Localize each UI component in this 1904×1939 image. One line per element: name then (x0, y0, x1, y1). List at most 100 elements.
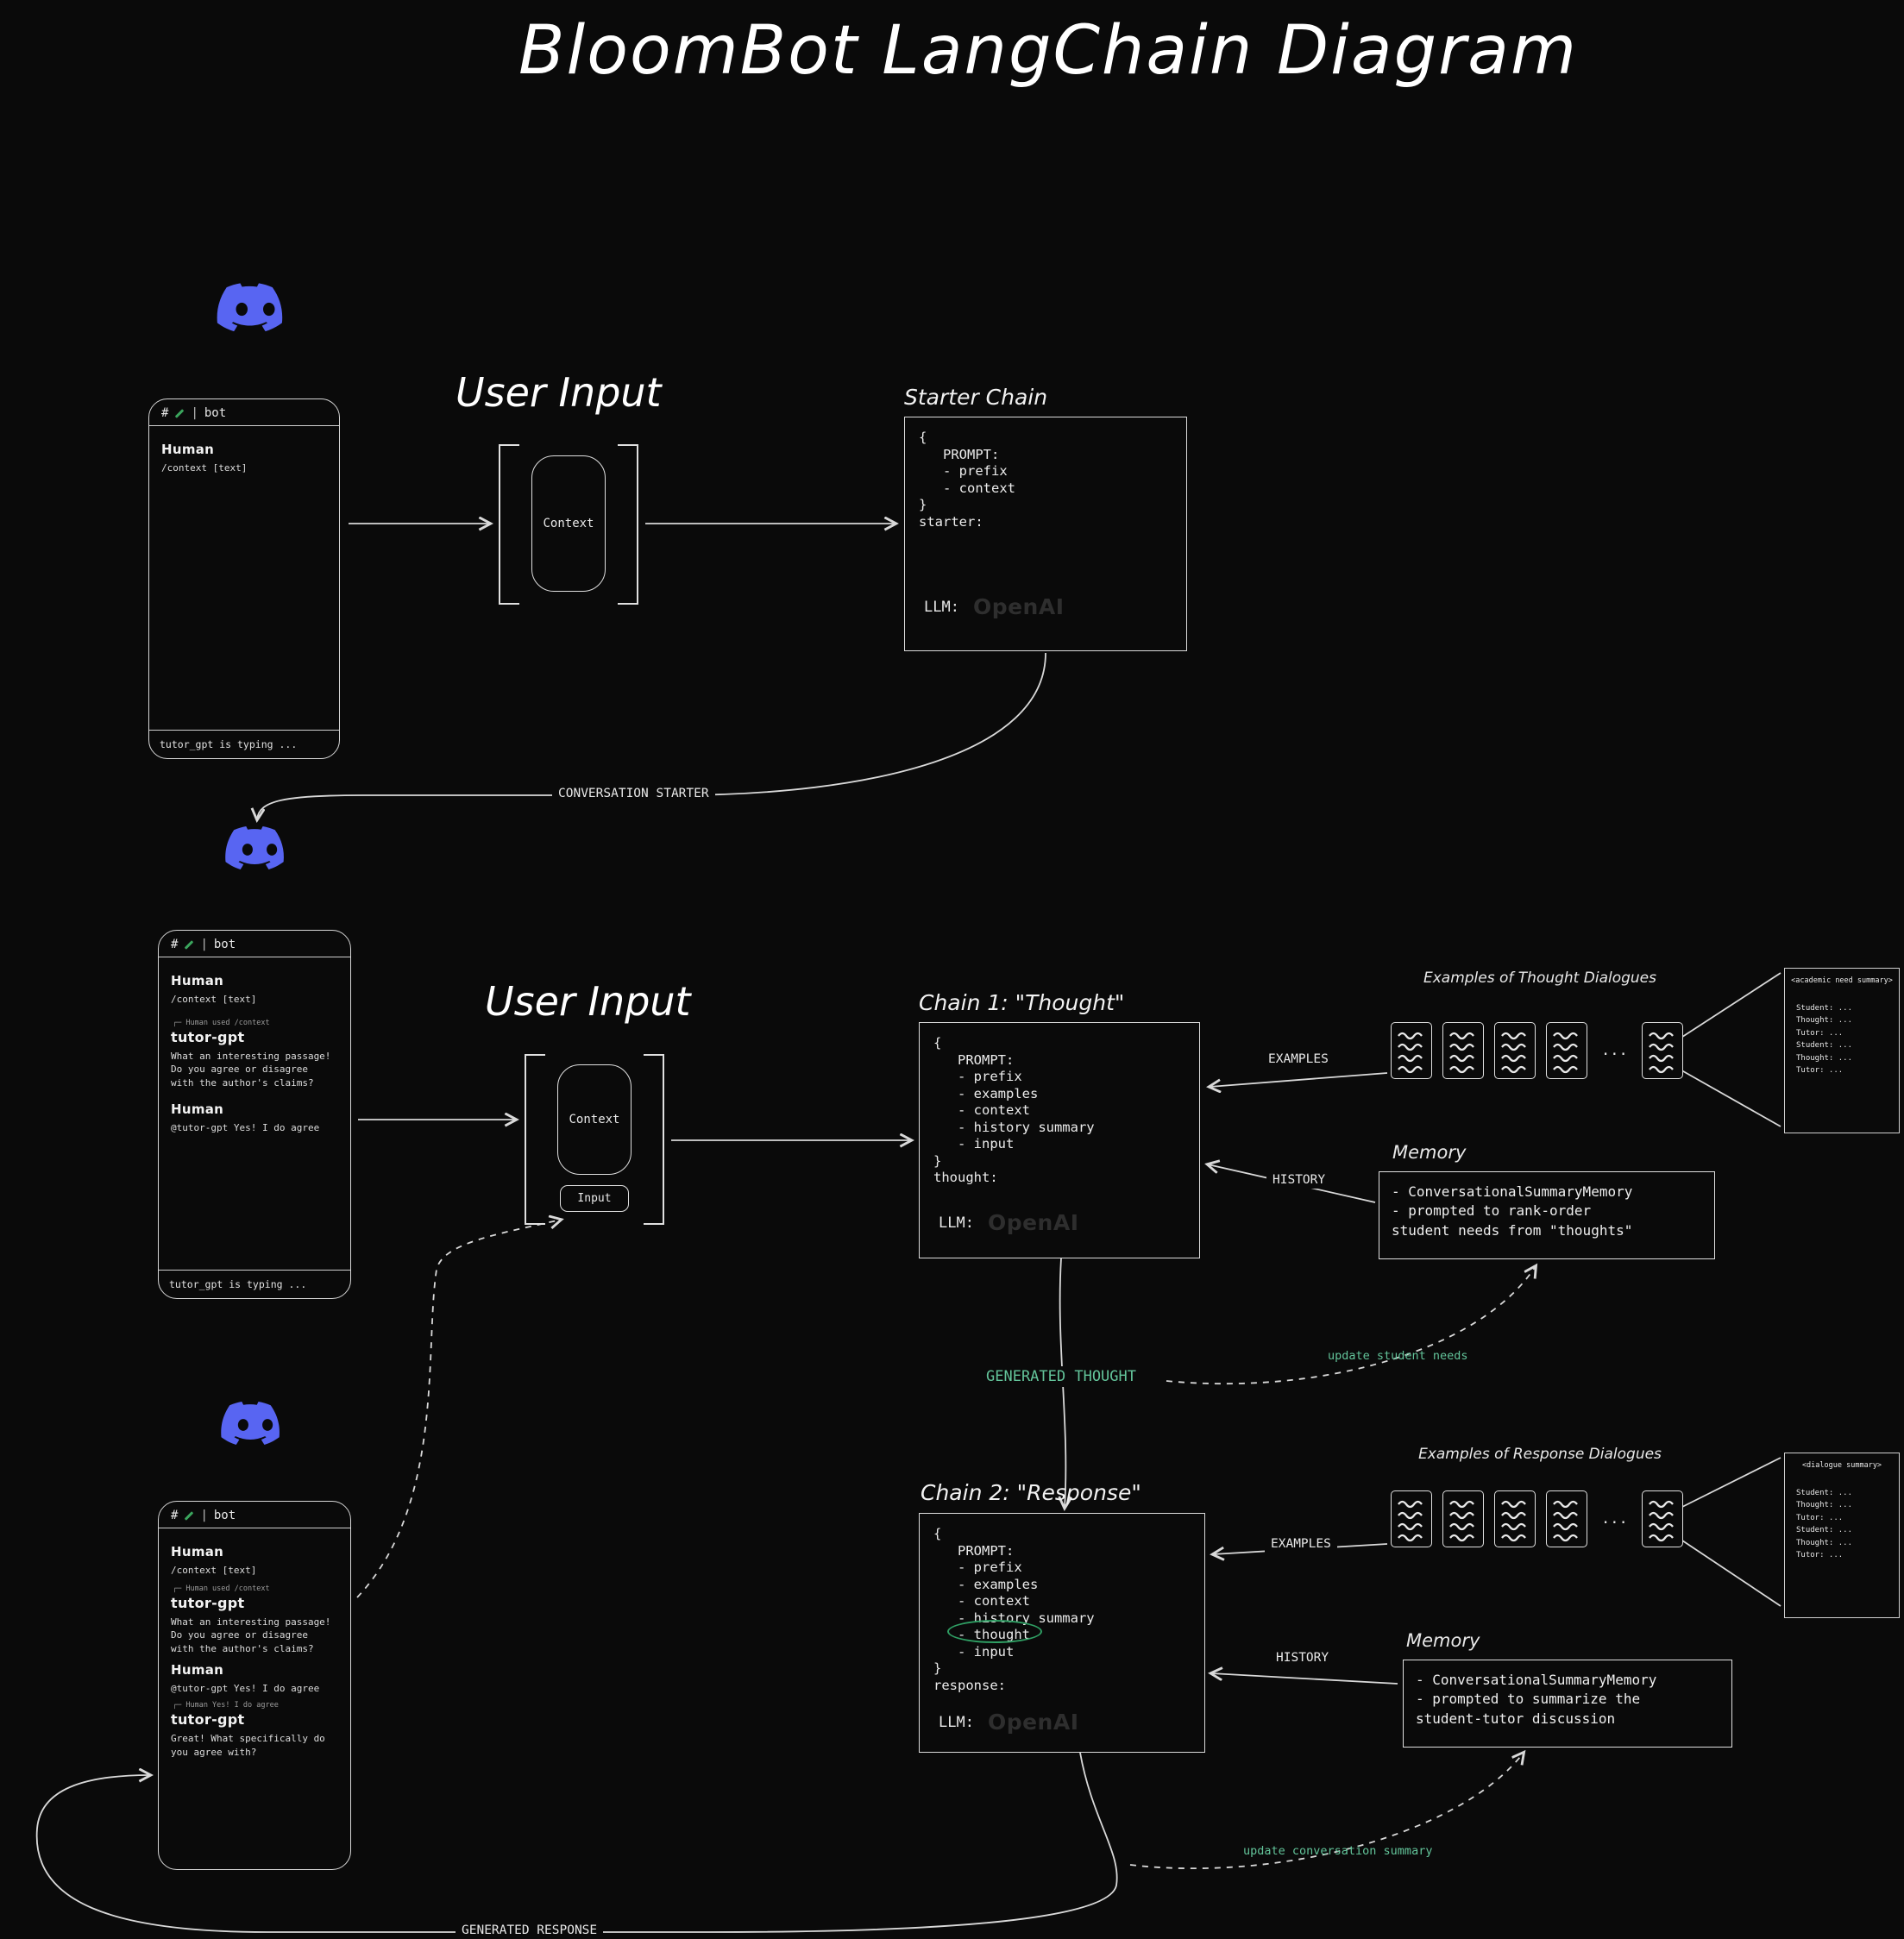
document-icon (1391, 1022, 1432, 1079)
chain2-code: { PROMPT: - prefix - examples - context … (933, 1526, 1095, 1693)
header-divider: | (200, 938, 208, 951)
message-body: /context [text] (171, 1565, 257, 1576)
fanline-1b (1676, 1067, 1781, 1127)
context-box: Context (531, 455, 606, 592)
examples-of-response-title: Examples of Response Dialogues (1418, 1446, 1662, 1463)
discord-chat-mock-2: # | bot Human /context [text] ┌─ Human u… (158, 930, 351, 1299)
page-title: BloomBot LangChain Diagram (518, 12, 1578, 90)
openai-wordmark: OpenAI (987, 1210, 1079, 1235)
llm-label: LLM: (924, 598, 959, 616)
chat-message: tutor-gpt Great! What specifically do yo… (171, 1711, 338, 1759)
memory2-box: - ConversationalSummaryMemory - prompted… (1403, 1660, 1732, 1748)
generated-thought-label: GENERATED THOUGHT (980, 1366, 1142, 1387)
input-box: Input (560, 1185, 629, 1212)
message-author: tutor-gpt (171, 1594, 245, 1611)
chain2-title: Chain 2: "Response" (921, 1480, 1141, 1505)
channel-name: bot (204, 406, 227, 420)
left-bracket (525, 1054, 545, 1225)
ellipsis: ... (1601, 1042, 1628, 1059)
chat-message: tutor-gpt What an interesting passage! D… (171, 1029, 338, 1090)
starter-chain-title: Starter Chain (904, 385, 1048, 410)
examples-label-2: EXAMPLES (1265, 1535, 1337, 1553)
message-body: @tutor-gpt Yes! I do agree (171, 1683, 320, 1695)
memory1-title: Memory (1392, 1142, 1467, 1163)
message-body: @tutor-gpt Yes! I do agree (171, 1122, 320, 1134)
thought-dialogue-examples: ... (1391, 1022, 1683, 1079)
examples-label-1: EXAMPLES (1262, 1051, 1335, 1068)
document-icon (1442, 1490, 1484, 1547)
panel-body: Student: ... Thought: ... Tutor: ... Stu… (1796, 1489, 1853, 1559)
ellipsis: ... (1601, 1510, 1628, 1528)
message-author: Human (161, 442, 215, 457)
chat-message: Human /context [text] (171, 1544, 338, 1578)
document-icon (1391, 1490, 1432, 1547)
document-icon (1494, 1022, 1536, 1079)
chat-message: Human /context [text] (161, 442, 327, 475)
discord-icon (218, 1400, 292, 1460)
right-bracket (618, 444, 638, 605)
message-author: tutor-gpt (171, 1028, 245, 1045)
chat-message: tutor-gpt What an interesting passage! D… (171, 1595, 338, 1656)
message-author: Human (171, 1662, 224, 1679)
arrow-conversation-starter (257, 652, 1046, 819)
channel-name: bot (213, 938, 236, 951)
channel-hash: # (171, 1509, 179, 1522)
fanline-1a (1676, 972, 1781, 1041)
header-divider: | (200, 1509, 208, 1522)
thought-highlight-ellipse (947, 1620, 1042, 1643)
discord-icon (223, 825, 297, 885)
context-group-2: Context Input (525, 1054, 664, 1225)
openai-wordmark: OpenAI (972, 594, 1065, 619)
arrow-update-conversation-summary (1129, 1753, 1524, 1870)
document-icon (1641, 1490, 1683, 1547)
examples-of-thought-title: Examples of Thought Dialogues (1423, 970, 1656, 987)
channel-hash: # (161, 406, 169, 420)
memory1-box: - ConversationalSummaryMemory - prompted… (1379, 1171, 1715, 1259)
starter-chain-box: { PROMPT: - prefix - context } starter: … (904, 417, 1187, 651)
dialogue-summary-panel: <dialogue summary> Student: ... Thought:… (1784, 1453, 1900, 1618)
pencil-icon (175, 408, 185, 418)
arrow-update-student-needs (1166, 1266, 1536, 1385)
document-icon (1641, 1022, 1683, 1079)
document-icon (1442, 1022, 1484, 1079)
right-bracket (644, 1054, 664, 1225)
channel-name: bot (213, 1509, 236, 1522)
academic-need-summary-panel: <academic need summary> Student: ... Tho… (1784, 968, 1900, 1133)
arrow-response-to-input (356, 1220, 561, 1598)
history-label-1: HISTORY (1266, 1171, 1332, 1189)
message-author: tutor-gpt (171, 1711, 245, 1729)
context-box: Context (557, 1064, 632, 1175)
document-icon (1546, 1490, 1587, 1547)
history-label-2: HISTORY (1270, 1649, 1335, 1666)
generated-response-label: GENERATED RESPONSE (456, 1922, 604, 1939)
left-bracket (499, 444, 519, 605)
message-author: Human (171, 1544, 224, 1559)
chat-message: Human @tutor-gpt Yes! I do agree (171, 1101, 338, 1135)
message-author: Human (171, 973, 224, 988)
panel-body: Student: ... Thought: ... Tutor: ... Stu… (1796, 1004, 1853, 1075)
user-input-label: User Input (456, 369, 662, 416)
chain1-box: { PROMPT: - prefix - examples - context … (919, 1022, 1200, 1258)
reply-reference: ┌─ Human used /context (173, 1584, 270, 1593)
memory2-title: Memory (1406, 1630, 1480, 1651)
message-body: /context [text] (171, 994, 257, 1005)
arrow-examples1 (1210, 1072, 1388, 1087)
channel-header: # | bot (159, 931, 350, 957)
chat-message: Human @tutor-gpt Yes! I do agree (171, 1662, 338, 1696)
conversation-starter-label: CONVERSATION STARTER (552, 785, 715, 802)
typing-indicator: tutor_gpt is typing ... (149, 730, 339, 758)
reply-reference: ┌─ Human used /context (173, 1018, 270, 1027)
message-author: Human (171, 1101, 224, 1118)
llm-label: LLM: (939, 1214, 974, 1232)
llm-label: LLM: (939, 1713, 974, 1731)
context-group-1: Context (499, 444, 638, 605)
arrow-generated-response (35, 1752, 1118, 1933)
header-divider: | (191, 406, 198, 420)
openai-wordmark: OpenAI (987, 1710, 1079, 1735)
fanline-2a (1676, 1457, 1781, 1510)
discord-chat-mock-3: # | bot Human /context [text] ┌─ Human u… (158, 1501, 351, 1870)
message-body: /context [text] (161, 462, 248, 474)
channel-hash: # (171, 938, 179, 951)
arrow-history2 (1211, 1673, 1398, 1685)
